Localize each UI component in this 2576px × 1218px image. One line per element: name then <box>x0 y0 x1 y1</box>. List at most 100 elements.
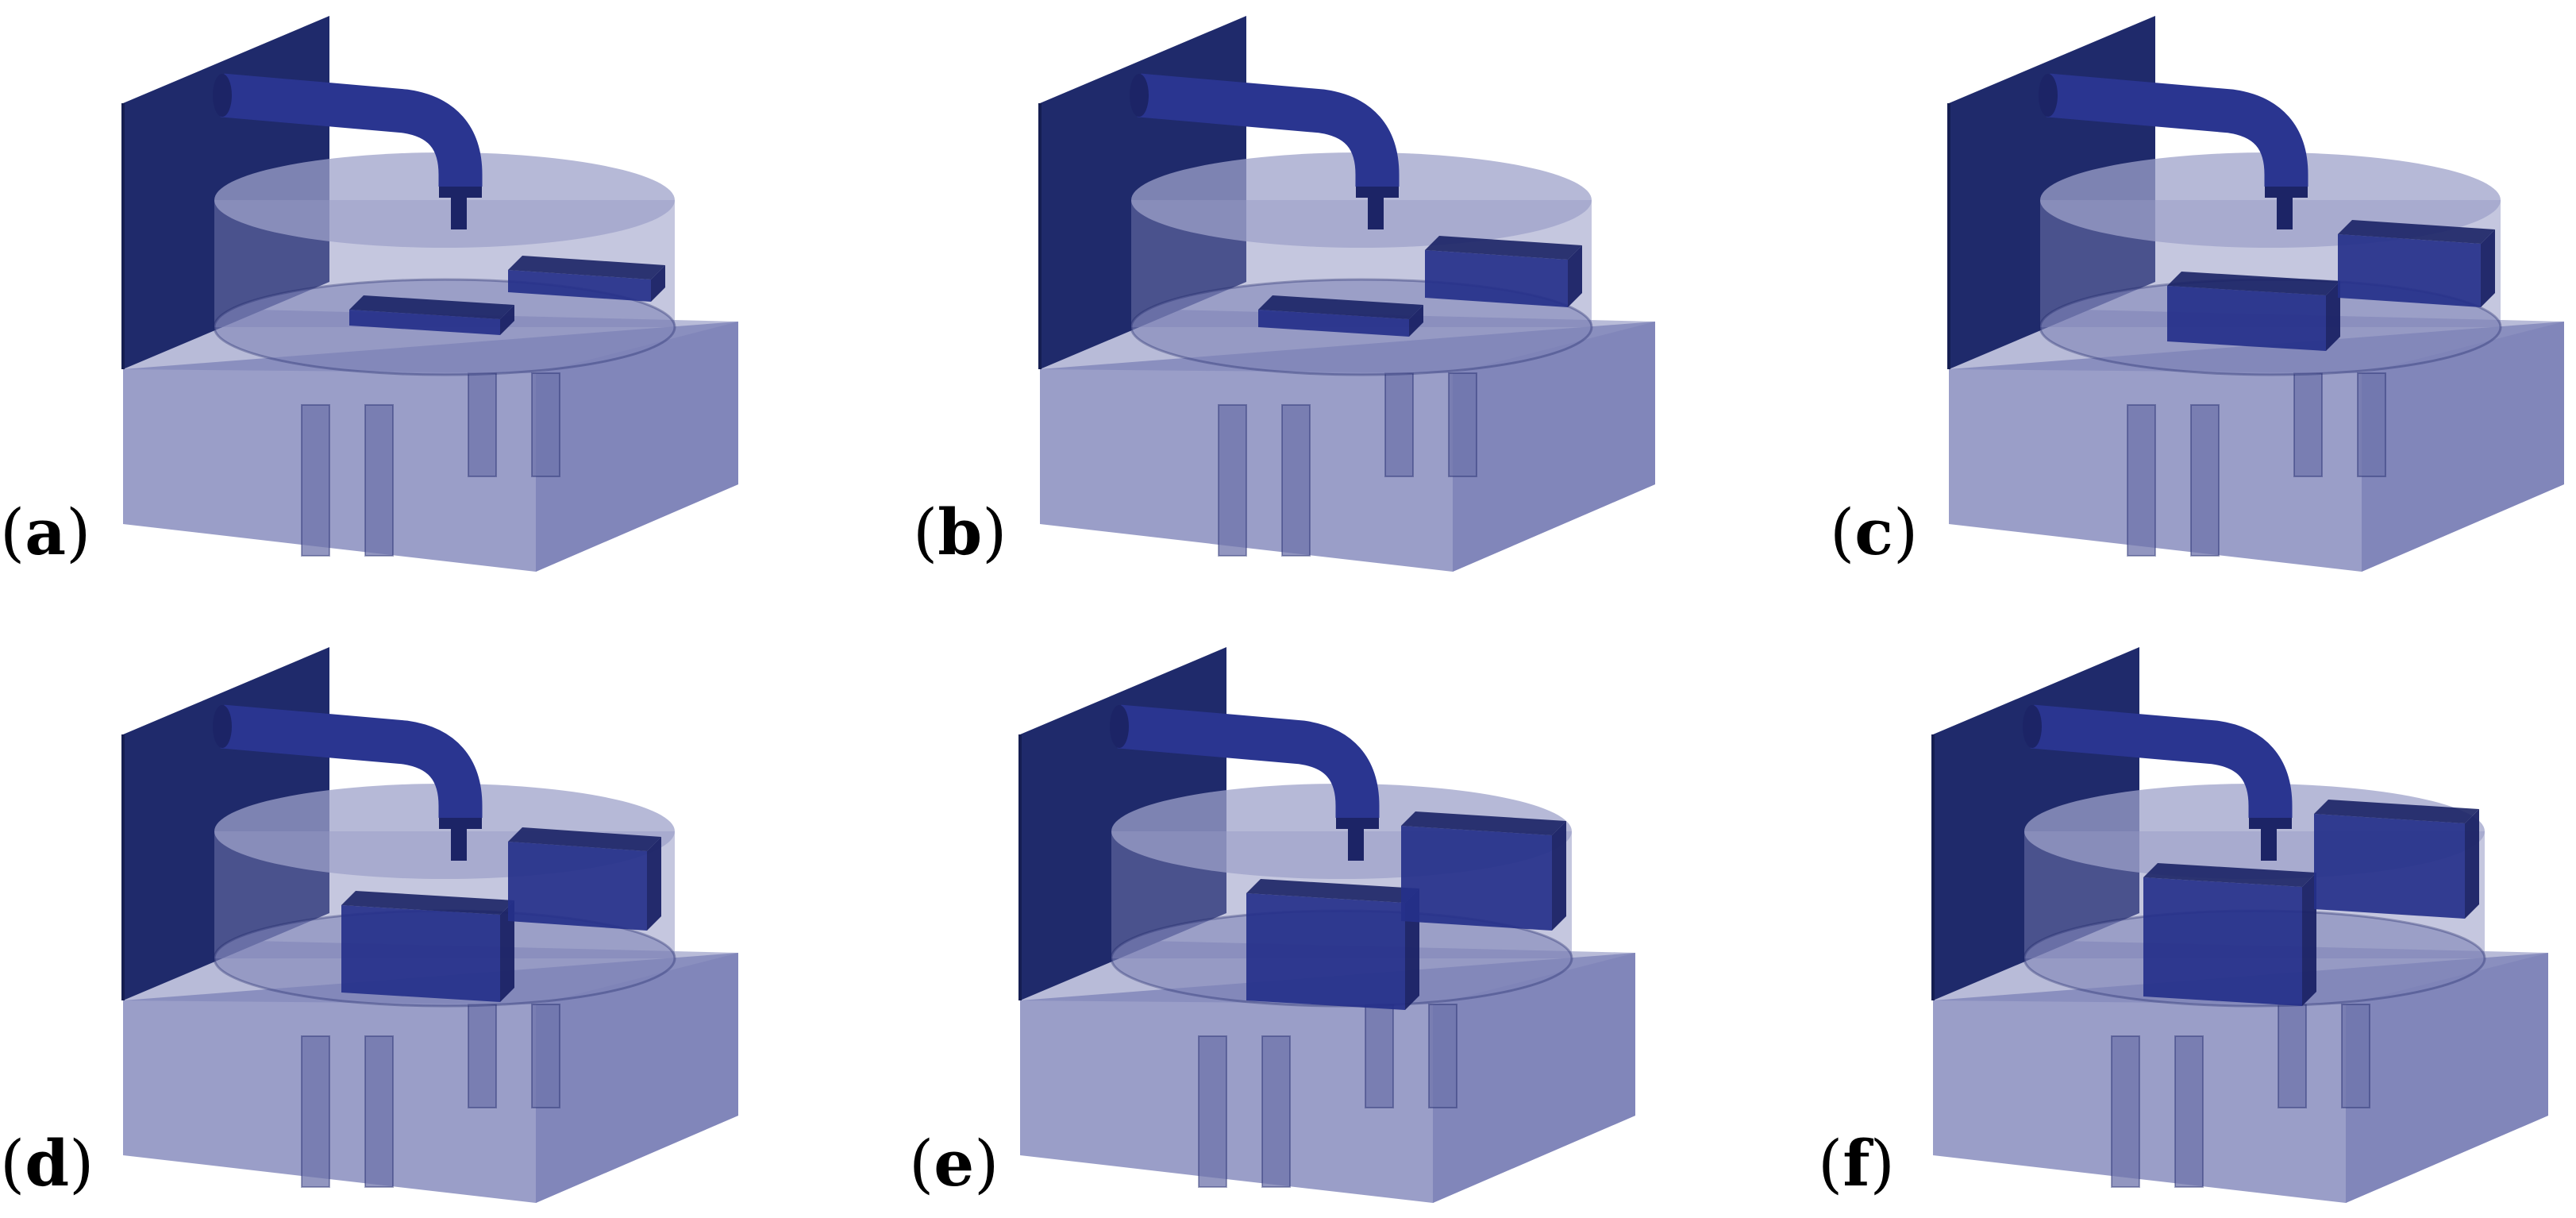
nozzle-pipe <box>1137 73 1400 187</box>
panel-letter: d <box>25 1126 70 1201</box>
lower-block-front <box>1258 310 1409 337</box>
nozzle-jet <box>2277 198 2293 229</box>
scene-a <box>121 16 738 572</box>
lower-block <box>2167 272 2340 351</box>
support-leg-1 <box>301 404 330 557</box>
lower-block-top <box>349 295 514 319</box>
support-leg-1 <box>2111 1035 2140 1188</box>
lower-block-front <box>2143 877 2302 1006</box>
panel-label-c: (c) <box>1830 495 1919 569</box>
support-leg-4 <box>1428 1004 1457 1108</box>
scene-f <box>1931 647 2548 1203</box>
upper-block-top <box>1401 811 1566 835</box>
cylinder-top <box>214 152 675 248</box>
support-leg-4 <box>1448 372 1477 477</box>
panel-label-d: (d) <box>0 1126 94 1201</box>
panel-letter: e <box>934 1126 975 1201</box>
nozzle-outlet <box>1356 187 1399 198</box>
nozzle-inlet <box>1110 705 1129 748</box>
tank-box-side <box>1433 953 1635 1203</box>
upper-block <box>508 256 665 302</box>
nozzle-jet <box>1348 829 1364 861</box>
nozzle-inlet <box>2039 74 2058 117</box>
nozzle-jet <box>1368 198 1384 229</box>
lower-block <box>1246 879 1419 1010</box>
nozzle-outlet <box>1336 818 1379 829</box>
upper-block-top <box>508 827 661 851</box>
upper-block-side <box>1568 245 1582 307</box>
lower-block-top <box>341 891 514 915</box>
nozzle-inlet <box>213 705 232 748</box>
lower-block <box>341 891 514 1002</box>
nozzle-inlet <box>2023 705 2042 748</box>
upper-block <box>508 827 661 931</box>
upper-block-side <box>1552 821 1566 931</box>
support-leg-4 <box>531 1004 560 1108</box>
panel-label-a: (a) <box>0 495 91 569</box>
upper-block-front <box>508 842 647 931</box>
nozzle-outlet <box>439 187 482 198</box>
panel-b <box>1004 16 1798 572</box>
lower-block-top <box>1258 295 1423 319</box>
upper-block-side <box>647 837 661 931</box>
support-leg-1 <box>2127 404 2156 557</box>
tank-box-side <box>536 322 738 572</box>
support-leg-1 <box>301 1035 330 1188</box>
upper-block-side <box>651 265 665 302</box>
panel-d <box>87 647 881 1203</box>
lower-block-side <box>2326 281 2340 351</box>
lower-block-side <box>2302 873 2316 1006</box>
panel-letter: c <box>1854 495 1893 569</box>
scene-b <box>1038 16 1655 572</box>
panel-c <box>1913 16 2576 572</box>
support-leg-2 <box>2174 1035 2204 1188</box>
nozzle-inlet <box>213 74 232 117</box>
upper-block-top <box>1425 236 1582 260</box>
support-leg-4 <box>2357 372 2386 477</box>
panel-e <box>984 647 1778 1203</box>
tank-box-side <box>2346 953 2548 1203</box>
nozzle-outlet <box>2265 187 2308 198</box>
lower-block-side <box>1409 305 1423 337</box>
nozzle-outlet <box>2249 818 2292 829</box>
support-leg-1 <box>1198 1035 1227 1188</box>
support-leg-2 <box>2190 404 2220 557</box>
support-leg-3 <box>2278 1004 2307 1108</box>
scene-c <box>1947 16 2564 572</box>
panel-letter: f <box>1842 1126 1870 1201</box>
upper-block-side <box>2481 229 2495 307</box>
support-leg-2 <box>364 404 394 557</box>
support-leg-2 <box>364 1035 394 1188</box>
support-leg-4 <box>531 372 560 477</box>
lower-block-side <box>500 900 514 1002</box>
panel-f <box>1897 647 2576 1203</box>
lower-block-side <box>500 305 514 335</box>
lower-block <box>349 295 514 335</box>
nozzle-pipe <box>2030 704 2293 818</box>
upper-block <box>2338 220 2495 307</box>
support-leg-1 <box>1218 404 1247 557</box>
upper-block <box>1401 811 1566 931</box>
nozzle-pipe <box>1117 704 1380 818</box>
lower-block-front <box>2167 286 2326 351</box>
lower-block-top <box>2167 272 2340 295</box>
nozzle-jet <box>2261 829 2277 861</box>
lower-block-top <box>2143 863 2316 887</box>
panel-label-e: (e) <box>909 1126 999 1201</box>
nozzle-jet <box>451 198 467 229</box>
cylinder-top <box>1131 152 1592 248</box>
tank-box-side <box>536 953 738 1203</box>
lower-block <box>1258 295 1423 337</box>
support-leg-3 <box>468 1004 497 1108</box>
support-leg-3 <box>468 372 497 477</box>
support-leg-3 <box>2293 372 2323 477</box>
tank-box-side <box>1453 322 1655 572</box>
scene-e <box>1018 647 1635 1203</box>
lower-block-front <box>1246 893 1405 1010</box>
nozzle-jet <box>451 829 467 861</box>
support-leg-2 <box>1261 1035 1291 1188</box>
lower-block-front <box>341 905 500 1002</box>
upper-block-front <box>2338 234 2481 307</box>
nozzle-outlet <box>439 818 482 829</box>
